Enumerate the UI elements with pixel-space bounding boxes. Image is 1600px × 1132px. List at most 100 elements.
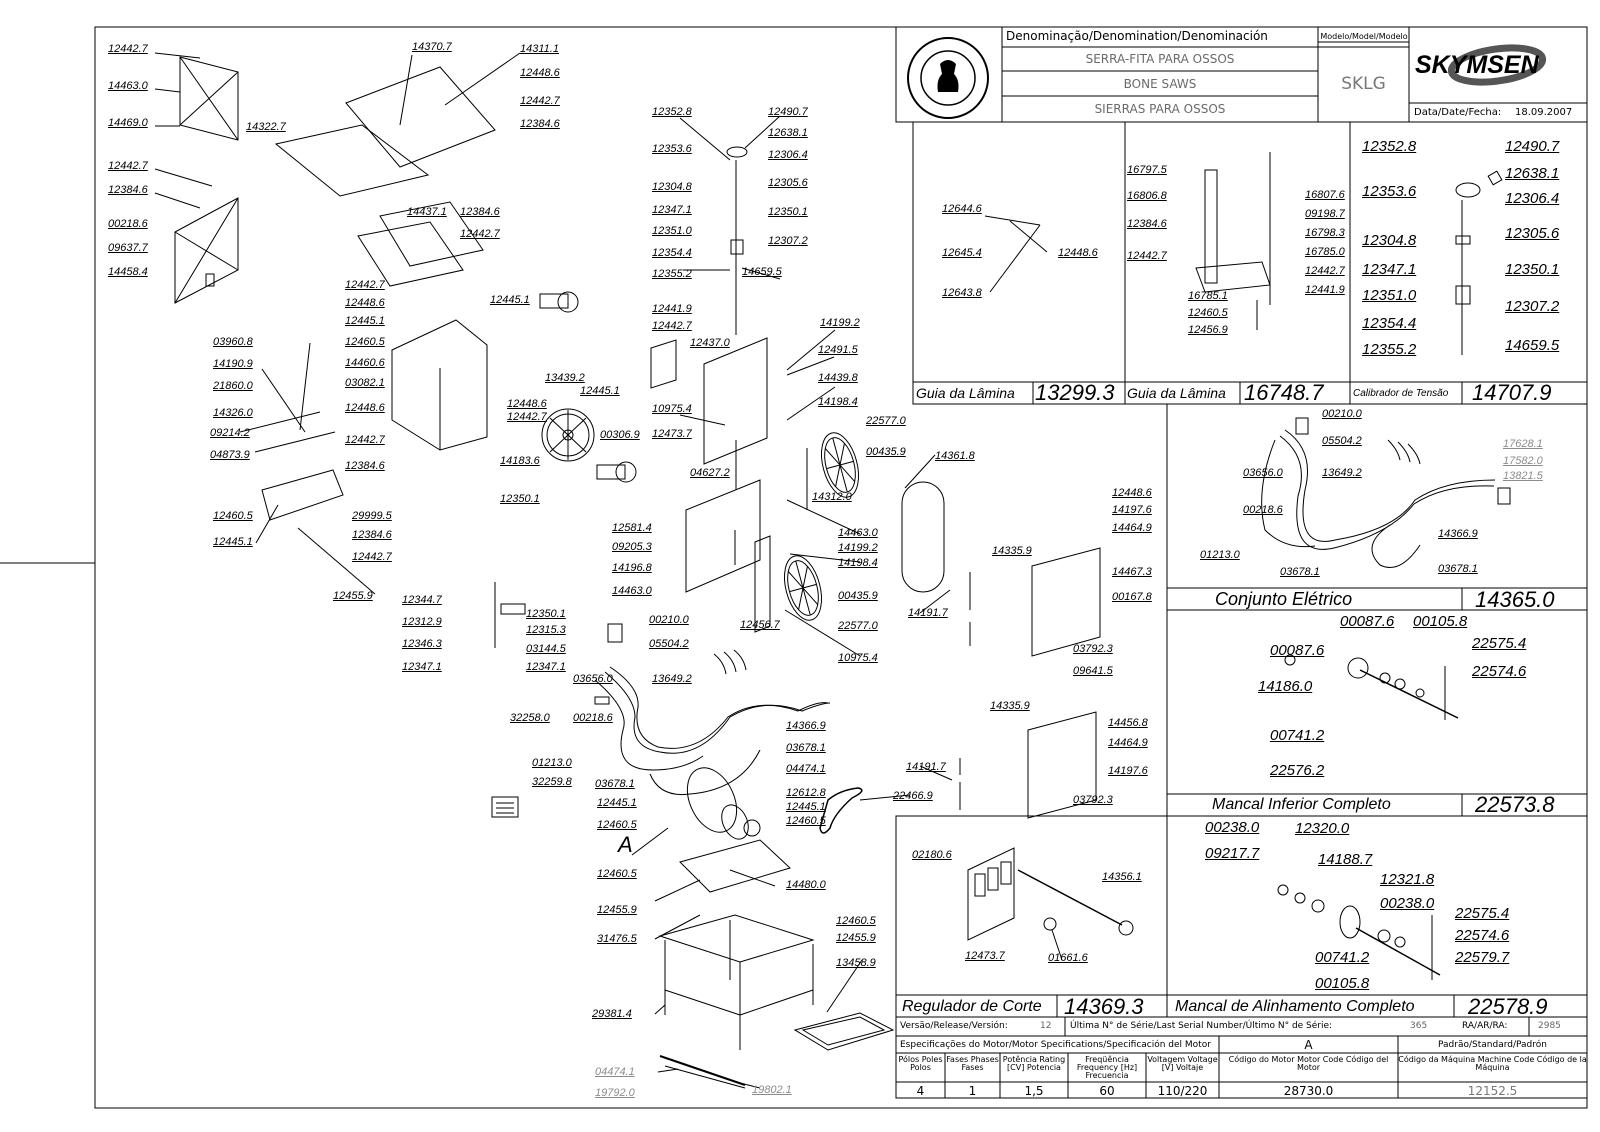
- part-callout: 12448.6: [520, 67, 560, 79]
- part-callout: 14312.0: [812, 491, 852, 503]
- part-callout: 32259.8: [532, 776, 572, 788]
- part-callout: 14196.8: [612, 562, 652, 574]
- part-callout: 00105.8: [1315, 975, 1370, 992]
- power-value: 1,5: [1024, 1084, 1044, 1098]
- part-callout: 14480.0: [786, 879, 826, 891]
- motor-variant-header: A: [1304, 1038, 1313, 1052]
- part-callout: 14188.7: [1318, 851, 1373, 868]
- part-callout: 12445.1: [786, 801, 826, 813]
- part-callout: 12473.7: [652, 428, 692, 440]
- wiring-label-icon: [491, 796, 519, 818]
- standard-header: Padrão/Standard/Padrón: [1438, 1040, 1547, 1050]
- part-callout: 00218.6: [573, 712, 613, 724]
- part-callout: 12448.6: [345, 402, 385, 414]
- part-callout: 14464.9: [1112, 522, 1152, 534]
- part-callout: 22466.9: [893, 790, 933, 802]
- part-callout: 12442.7: [108, 160, 148, 172]
- part-callout: 13649.2: [1322, 467, 1362, 479]
- part-callout: 03792.3: [1073, 643, 1113, 655]
- part-callout: 00167.8: [1112, 591, 1152, 603]
- product-name-en: BONE SAWS: [1123, 77, 1197, 91]
- part-callout: 14439.8: [818, 372, 858, 384]
- part-callout: 29381.4: [592, 1008, 632, 1020]
- part-callout: 12354.4: [652, 247, 692, 259]
- part-callout: 14456.8: [1108, 717, 1148, 729]
- part-callout: 03656.0: [1243, 467, 1283, 479]
- part-callout: 19802.1: [752, 1084, 792, 1096]
- part-callout: 12456.9: [1188, 324, 1228, 336]
- part-callout: 12352.8: [1362, 138, 1417, 155]
- part-callout: 00741.2: [1270, 727, 1325, 744]
- part-callout: 12321.8: [1380, 871, 1435, 888]
- part-callout: 03678.1: [786, 742, 826, 754]
- part-callout: 12306.4: [1505, 190, 1560, 207]
- subassembly-title: Guia da Lâmina: [916, 385, 1015, 401]
- part-callout: 29999.5: [352, 510, 392, 522]
- part-callout: 00210.0: [1322, 408, 1362, 420]
- subassembly-title: Guia da Lâmina: [1127, 385, 1226, 401]
- part-callout: 03144.5: [526, 643, 566, 655]
- part-callout: 12350.1: [500, 493, 540, 505]
- part-callout: 04474.1: [595, 1066, 635, 1078]
- part-callout: 16798.3: [1305, 227, 1345, 239]
- part-callout: 14659.5: [1505, 337, 1560, 354]
- part-callout: 04873.9: [210, 449, 250, 461]
- subassembly-code: 16748.7: [1244, 380, 1324, 405]
- part-callout: 14190.9: [213, 358, 253, 370]
- part-callout: 03960.8: [213, 336, 253, 348]
- part-callout: 12445.1: [490, 294, 530, 306]
- part-callout: 10975.4: [838, 652, 878, 664]
- part-callout: 14463.0: [612, 585, 652, 597]
- denomination-header: Denominação/Denomination/Denominación: [1006, 29, 1268, 43]
- part-callout: 12456.7: [740, 619, 780, 631]
- part-callout: 12304.8: [652, 181, 692, 193]
- part-callout: 16797.5: [1127, 164, 1167, 176]
- part-callout: 14469.0: [108, 117, 148, 129]
- part-callout: 14335.9: [992, 545, 1032, 557]
- part-callout: 12448.6: [507, 398, 547, 410]
- col-frequency: Freqüência Frequency [Hz] Frecuencia: [1076, 1055, 1138, 1080]
- part-callout: 12643.8: [942, 287, 982, 299]
- part-callout: 03678.1: [595, 778, 635, 790]
- subassembly-code: 14365.0: [1475, 587, 1555, 612]
- version-label: Versão/Release/Versión:: [900, 1021, 1008, 1031]
- part-callout: 12351.0: [1362, 287, 1417, 304]
- voltage-value: 110/220: [1157, 1084, 1208, 1098]
- part-callout: 14197.6: [1108, 765, 1148, 777]
- part-callout: 13439.2: [545, 372, 585, 384]
- part-callout: 02180.6: [912, 849, 952, 861]
- phases-value: 1: [968, 1084, 977, 1098]
- part-callout: 12460.5: [213, 510, 253, 522]
- part-callout: 12344.7: [402, 594, 442, 606]
- part-callout: 09641.5: [1073, 665, 1113, 677]
- part-callout: 12442.7: [345, 279, 385, 291]
- part-callout: 12353.6: [652, 143, 692, 155]
- part-callout: 12448.6: [1112, 487, 1152, 499]
- part-callout: 14198.4: [838, 557, 878, 569]
- subassembly-code: 22573.8: [1475, 792, 1555, 817]
- part-callout: 00306.9: [600, 429, 640, 441]
- part-callout: 22577.0: [866, 415, 906, 427]
- motor-spec-header: Especificações do Motor/Motor Specificat…: [900, 1040, 1211, 1050]
- part-callout: 12352.8: [652, 106, 692, 118]
- part-callout: 12355.2: [1362, 341, 1417, 358]
- part-callout: 14326.0: [213, 407, 253, 419]
- subassembly-title: Mancal de Alinhamento Completo: [1175, 998, 1415, 1015]
- part-callout: 12448.6: [1058, 247, 1098, 259]
- part-callout: 09205.3: [612, 541, 652, 553]
- part-callout: 14458.4: [108, 266, 148, 278]
- part-callout: 00435.9: [838, 590, 878, 602]
- part-callout: 05504.2: [649, 638, 689, 650]
- part-callout: 12441.9: [1305, 284, 1345, 296]
- part-callout: 12445.1: [345, 315, 385, 327]
- machine-code-value: 12152.5: [1467, 1084, 1518, 1098]
- part-callout: 00218.6: [1243, 504, 1283, 516]
- part-callout: 14463.0: [108, 80, 148, 92]
- part-callout: 12644.6: [942, 203, 982, 215]
- part-callout: 14460.6: [345, 357, 385, 369]
- part-callout: 14366.9: [786, 720, 826, 732]
- panel-lines: [895, 121, 1588, 1099]
- date-value: 18.09.2007: [1515, 107, 1573, 118]
- part-callout: 14370.7: [412, 41, 452, 53]
- part-callout: 00238.0: [1205, 819, 1260, 836]
